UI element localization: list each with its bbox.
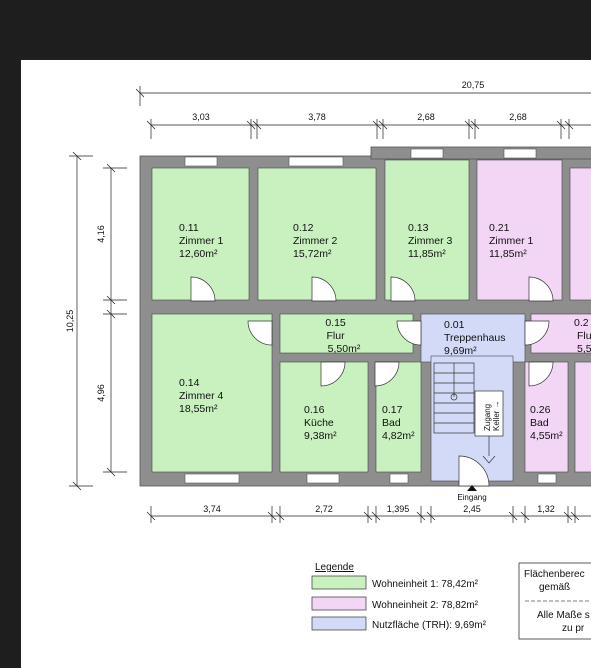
info-box: Flächenberec gemäß Alle Maße s zu pr bbox=[518, 562, 591, 640]
room-0-14 bbox=[151, 313, 273, 473]
doors bbox=[190, 276, 554, 487]
legend-label-unit2: Wohneinheit 2: 78,82m² bbox=[372, 600, 479, 611]
room-label-0-21: 0.21 Zimmer 1 11,85m² bbox=[489, 222, 536, 260]
room-0-27 bbox=[574, 361, 591, 473]
dim-top-2: 3,78 bbox=[308, 112, 326, 122]
room-label-0-14: 0.14 Zimmer 4 18,55m² bbox=[179, 377, 226, 415]
info-line-2: gemäß bbox=[539, 582, 570, 593]
room-label-0-16: 0.16 Küche 9,38m² bbox=[304, 404, 337, 442]
room-0-13 bbox=[384, 159, 470, 301]
legend-swatch-unit2 bbox=[311, 596, 367, 611]
dim-bottom-2: 2,72 bbox=[315, 504, 333, 514]
room-0-01-top bbox=[420, 313, 526, 363]
room-label-0-26: 0.26 Bad 4,55m² bbox=[530, 404, 563, 442]
dim-total-height: 10,25 bbox=[65, 310, 75, 333]
dim-bottom-4: 2,45 bbox=[463, 504, 481, 514]
dimension-labels: 20,75 3,03 3,78 2,68 2,68 3,74 2,72 1,39… bbox=[65, 80, 555, 514]
wall-projection bbox=[370, 146, 591, 160]
room-label-0-13: 0.13 Zimmer 3 11,85m² bbox=[408, 222, 455, 260]
floor-plan: 20,75 3,03 3,78 2,68 2,68 3,74 2,72 1,39… bbox=[65, 80, 591, 640]
drawing-sheet: 20,75 3,03 3,78 2,68 2,68 3,74 2,72 1,39… bbox=[20, 59, 591, 668]
dim-bottom-3: 1,395 bbox=[387, 504, 410, 514]
eingang-label: Eingang bbox=[457, 493, 486, 502]
dim-left-2: 4,96 bbox=[96, 384, 106, 402]
room-0-15-flur bbox=[279, 313, 414, 354]
entrance-marker bbox=[467, 485, 477, 491]
dim-bottom-1: 3,74 bbox=[203, 504, 221, 514]
legend: Legende Wohneinheit 1: 78,42m² Wohneinhe… bbox=[311, 562, 487, 631]
legend-title: Legende bbox=[315, 562, 354, 573]
dim-total-width: 20,75 bbox=[462, 80, 485, 90]
room-0-22 bbox=[569, 167, 591, 301]
room-label-0-2x: 0.2 Flu 5,5 bbox=[574, 317, 591, 355]
dim-bottom-5: 1,32 bbox=[537, 504, 555, 514]
zugang-keller-label: Zugang Keller → bbox=[483, 400, 501, 431]
dim-left-1: 4,16 bbox=[96, 225, 106, 243]
room-label-0-12: 0.12 Zimmer 2 15,72m² bbox=[293, 222, 340, 260]
legend-label-utility: Nutzfläche (TRH): 9,69m² bbox=[372, 620, 487, 631]
dim-top-4: 2,68 bbox=[509, 112, 527, 122]
info-line-4: zu pr bbox=[562, 623, 585, 634]
room-label-0-11: 0.11 Zimmer 1 12,60m² bbox=[179, 222, 226, 260]
stairs bbox=[433, 362, 504, 464]
info-line-1: Flächenberec bbox=[524, 569, 585, 580]
room-label-0-01: 0.01 Treppenhaus 9,69m² bbox=[444, 319, 508, 357]
dim-top-1: 3,03 bbox=[192, 112, 210, 122]
dim-top-3: 2,68 bbox=[417, 112, 435, 122]
legend-label-unit1: Wohneinheit 1: 78,42m² bbox=[372, 579, 479, 590]
room-0-21 bbox=[476, 159, 563, 301]
info-line-3: Alle Maße s bbox=[537, 610, 590, 621]
windows bbox=[184, 148, 557, 484]
legend-swatch-utility bbox=[311, 616, 367, 631]
legend-swatch-unit1 bbox=[311, 575, 367, 590]
room-0-11 bbox=[151, 167, 250, 301]
room-label-0-17: 0.17 Bad 4,82m² bbox=[382, 404, 415, 442]
rooms bbox=[151, 159, 591, 482]
room-label-0-15: 0.15 Flur 5,50m² bbox=[325, 317, 361, 355]
dimension-lines bbox=[69, 86, 591, 523]
room-labels: 0.11 Zimmer 1 12,60m² 0.12 Zimmer 2 15,7… bbox=[179, 222, 591, 502]
